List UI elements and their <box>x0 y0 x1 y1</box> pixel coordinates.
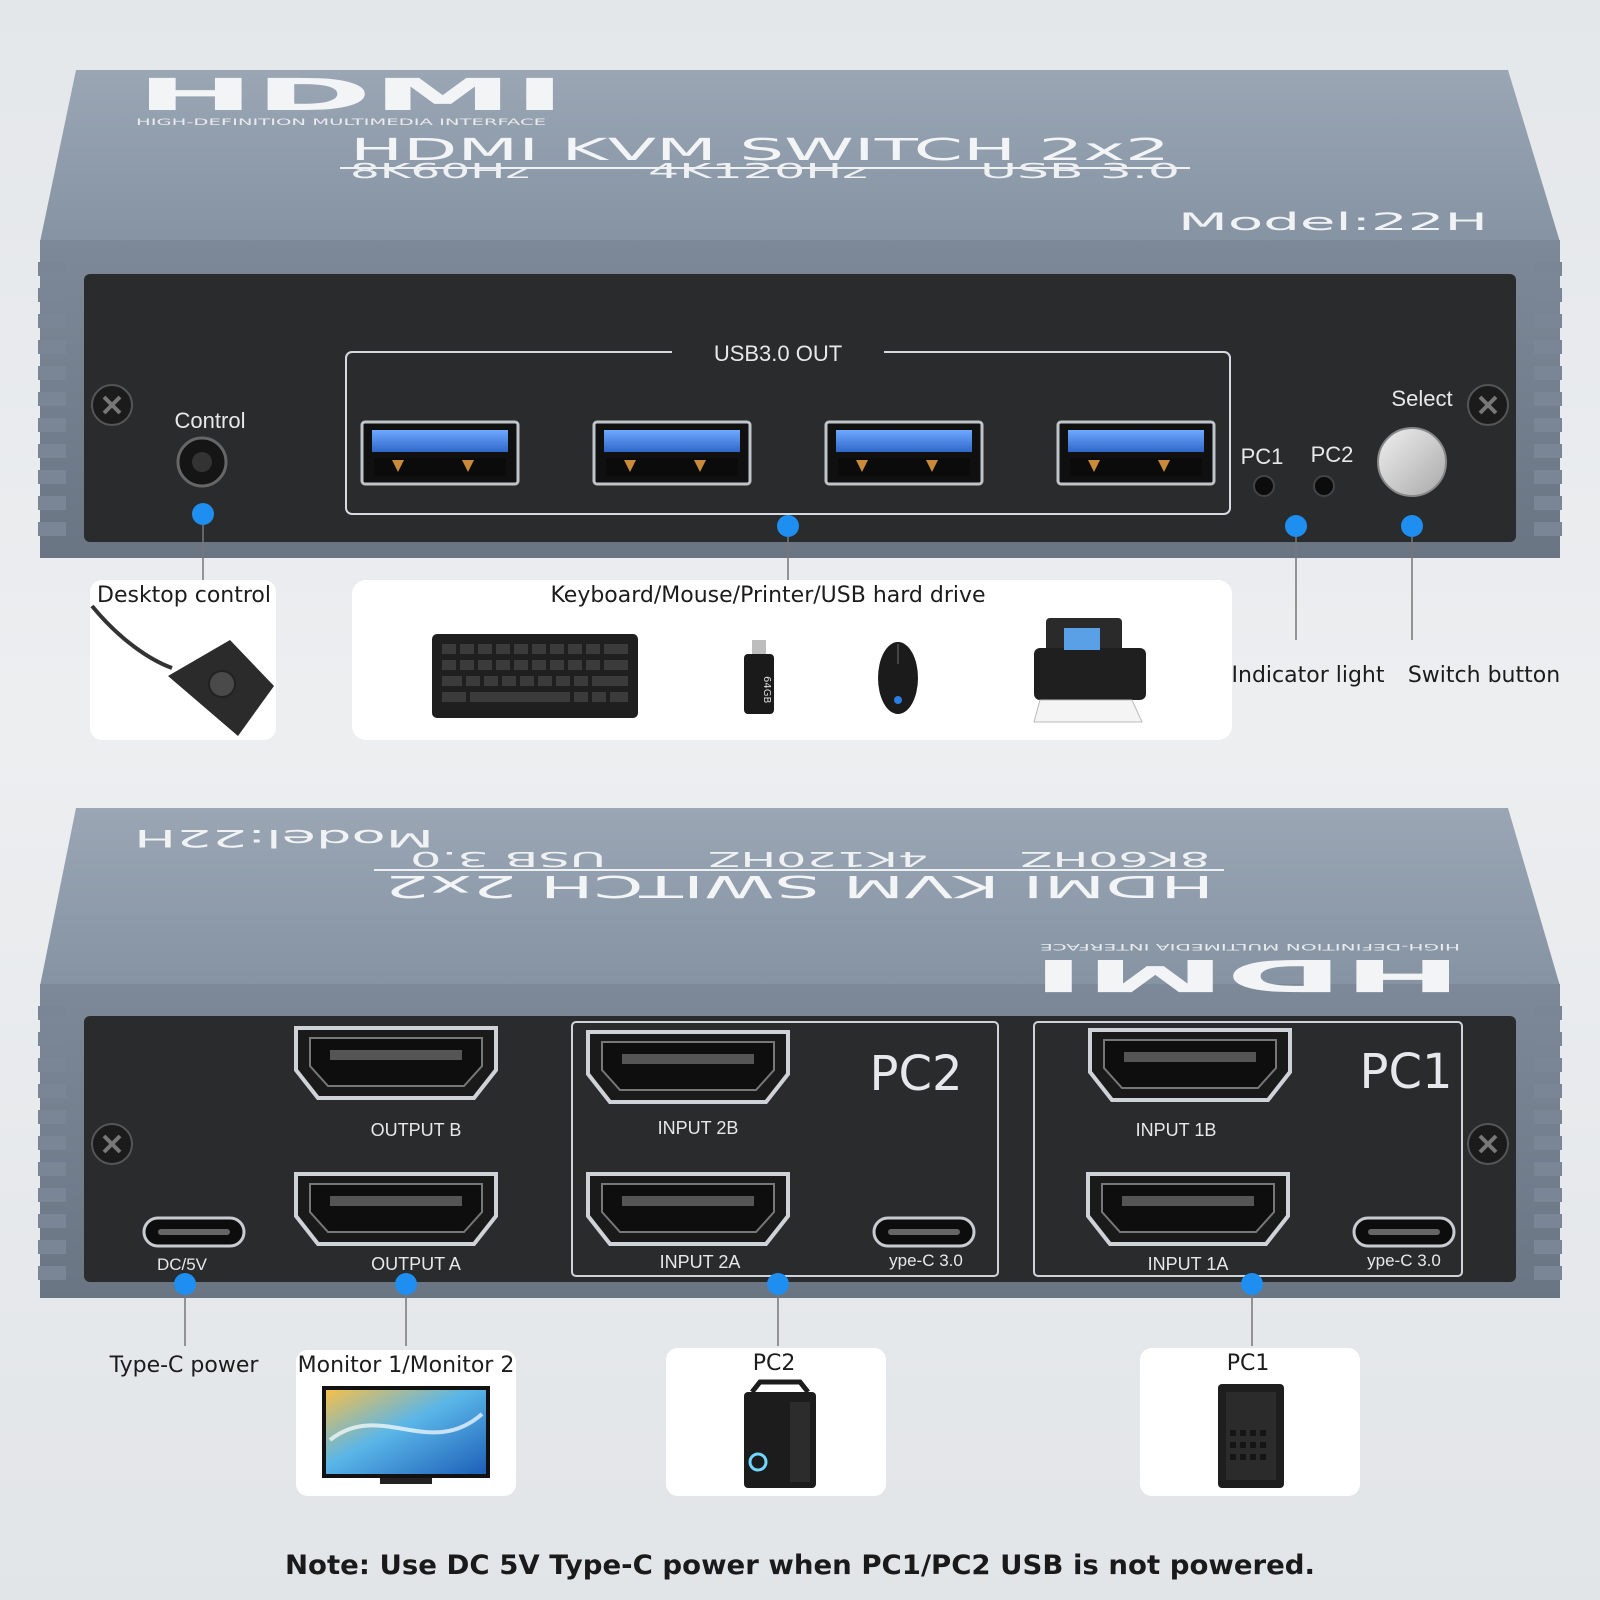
monitor-label: Monitor 1/Monitor 2 <box>298 1353 515 1378</box>
desktop-pc-icon <box>1218 1384 1284 1488</box>
front-title: HDMI KVM SWITCH 2x2 <box>350 133 1170 168</box>
pc1-led-label: PC1 <box>1241 444 1284 469</box>
pc2-label: PC2 <box>753 1351 796 1376</box>
usb-port-4[interactable] <box>1056 420 1216 486</box>
front-right-screw <box>1466 383 1510 427</box>
hdmi-tagline: HIGH-DEFINITION MULTIMEDIA INTERFACE <box>136 118 547 128</box>
usb-out-label: USB3.0 OUT <box>714 341 842 366</box>
dc-power-typec-port[interactable] <box>142 1216 246 1248</box>
indicator-light-label: Indicator light <box>1232 663 1385 688</box>
output-b-port[interactable] <box>294 1026 498 1100</box>
rear-device: Model:22H HDMI KVM SWITCH 2x2 8K60HZ 4K1… <box>38 808 1562 1298</box>
front-callouts: Desktop control Keyboard/Mouse/Printer/U… <box>90 525 1560 740</box>
output-a-port[interactable] <box>294 1172 498 1246</box>
dc-label: DC/5V <box>157 1255 208 1274</box>
pc2-indicator-led <box>1313 475 1335 497</box>
front-device: HDMI HIGH-DEFINITION MULTIMEDIA INTERFAC… <box>38 70 1562 558</box>
printer-icon <box>1033 618 1146 723</box>
switch-button-label: Switch button <box>1408 663 1560 688</box>
pc1-group-label: PC1 <box>1360 1044 1453 1100</box>
front-spec-usb: USB 3.0 <box>980 159 1180 183</box>
rear-right-screw <box>1466 1122 1510 1166</box>
input-2b-port[interactable] <box>586 1030 790 1104</box>
callout-dot-typec <box>174 1273 196 1295</box>
monitor-icon <box>322 1386 490 1484</box>
front-top-face <box>40 70 1560 242</box>
typec-power-label: Type-C power <box>109 1353 260 1378</box>
input-1a-label: INPUT 1A <box>1148 1254 1229 1274</box>
usb-port-3[interactable] <box>824 420 984 486</box>
peripherals-label: Keyboard/Mouse/Printer/USB hard drive <box>550 583 985 608</box>
callout-dot-pc2 <box>767 1273 789 1295</box>
desktop-control-label: Desktop control <box>97 583 271 608</box>
pc1-label: PC1 <box>1227 1351 1270 1376</box>
input-2a-label: INPUT 2A <box>660 1252 741 1272</box>
callout-dot-usb <box>777 515 799 537</box>
pc2-typec-port[interactable] <box>872 1216 976 1248</box>
input-1b-port[interactable] <box>1088 1028 1292 1102</box>
input-2b-label: INPUT 2B <box>658 1118 739 1138</box>
front-model: Model:22H <box>1178 208 1488 236</box>
callout-dot-pc1 <box>1241 1273 1263 1295</box>
rear-title: HDMI KVM SWITCH 2x2 <box>384 868 1214 903</box>
usb-port-2[interactable] <box>592 420 752 486</box>
front-left-screw <box>90 383 134 427</box>
pc1-indicator-led <box>1253 475 1275 497</box>
power-note: Note: Use DC 5V Type-C power when PC1/PC… <box>285 1550 1315 1581</box>
gaming-pc-icon <box>744 1379 816 1488</box>
output-b-label: OUTPUT B <box>371 1120 462 1140</box>
rear-spec-4k: 4K120HZ <box>708 847 928 871</box>
pc2-group-label: PC2 <box>870 1046 963 1102</box>
callout-dot-control <box>192 503 214 525</box>
keyboard-icon <box>432 634 638 718</box>
pc1-typec-port[interactable] <box>1352 1216 1456 1248</box>
callout-dot-monitors <box>395 1273 417 1295</box>
input-1b-label: INPUT 1B <box>1136 1120 1217 1140</box>
rear-top-face <box>40 808 1560 986</box>
select-label: Select <box>1391 386 1452 411</box>
rear-hdmi-tagline: HIGH-DEFINITION MULTIMEDIA INTERFACE <box>1039 941 1460 951</box>
callout-dot-indicator <box>1285 515 1307 537</box>
rear-model: Model:22H <box>134 824 434 852</box>
front-spec-8k: 8K60Hz <box>350 159 530 183</box>
select-button[interactable] <box>1377 427 1447 497</box>
hdmi-logo: HDMI <box>136 70 566 121</box>
callout-dot-select <box>1401 515 1423 537</box>
usb-port-1[interactable] <box>360 420 520 486</box>
output-a-label: OUTPUT A <box>371 1254 461 1274</box>
control-label: Control <box>175 408 246 433</box>
rear-hdmi-logo: HDMI <box>1032 949 1462 1000</box>
front-spec-4k: 4K120Hz <box>648 159 868 183</box>
rear-left-screw <box>90 1122 134 1166</box>
usb-stick-icon: 64GB <box>744 640 774 714</box>
mouse-icon <box>878 642 918 714</box>
pc2-led-label: PC2 <box>1311 442 1354 467</box>
pc1-typec-label: ype-C 3.0 <box>1367 1251 1441 1270</box>
rear-spec-usb: USB 3.0 <box>410 847 606 871</box>
input-2a-port[interactable] <box>586 1172 790 1246</box>
rear-spec-8k: 8K60HZ <box>1020 847 1210 871</box>
input-1a-port[interactable] <box>1086 1172 1290 1246</box>
front-panel <box>84 274 1516 542</box>
rear-callouts: Type-C power Monitor 1/Monitor 2 PC2 PC1 <box>109 1295 1360 1496</box>
pc2-typec-label: ype-C 3.0 <box>889 1251 963 1270</box>
usb-stick-capacity: 64GB <box>761 676 772 703</box>
